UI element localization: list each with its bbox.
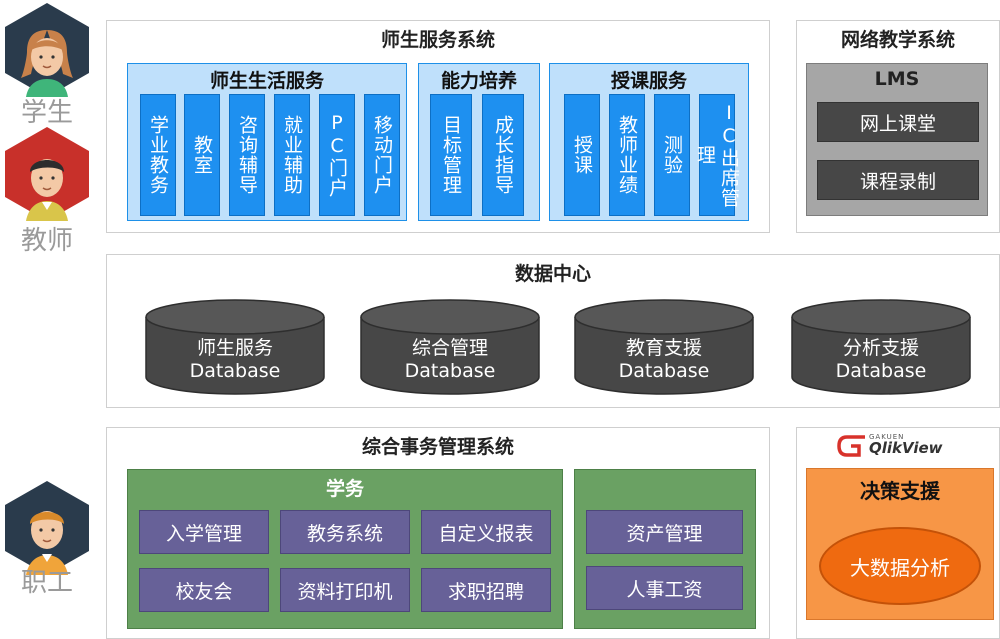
tile-custom-report[interactable]: 自定义报表 [421, 510, 551, 554]
lms-box: LMS 网上课堂 课程录制 [806, 63, 988, 216]
group-title: 学务 [325, 478, 364, 500]
group-title: 授课服务 [610, 70, 687, 92]
tile-teacher-performance[interactable]: 教师业绩 [609, 94, 645, 216]
database-sub: Database [189, 360, 281, 382]
data-center-panel: 数据中心 师生服务 Database 综合管理 Database 教育支援 Da… [106, 254, 1000, 408]
teaching-group: 授课服务 授课 教师业绩 测验 IC出席管理 [549, 63, 749, 221]
tile-job-recruiting[interactable]: 求职招聘 [421, 568, 551, 612]
tile-asset-management[interactable]: 资产管理 [586, 510, 743, 554]
tile-growth-guidance[interactable]: 成长指导 [482, 94, 524, 216]
database-name: 教育支援 [625, 337, 702, 359]
tile-academic-affairs[interactable]: 学业教务 [140, 94, 176, 216]
group-title: 能力培养 [440, 70, 517, 92]
network-teaching-panel: 网络教学系统 LMS 网上课堂 课程录制 [796, 20, 1000, 233]
staff-avatar-icon [5, 481, 89, 575]
tile-course-recording[interactable]: 课程录制 [817, 160, 979, 200]
tile-quiz[interactable]: 测验 [654, 94, 690, 216]
teacher-avatar-icon [5, 127, 89, 221]
tile-alumni[interactable]: 校友会 [139, 568, 269, 612]
role-label-student: 学生 [20, 98, 73, 128]
database-sub: Database [835, 360, 927, 382]
database-name: 分析支援 [842, 337, 919, 359]
database-sub: Database [404, 360, 496, 382]
tile-online-classroom[interactable]: 网上课堂 [817, 102, 979, 142]
qlikview-panel: GAKUEN QlikView 决策支援 大数据分析 [796, 427, 1000, 639]
academic-affairs-group: 学务 入学管理 教务系统 自定义报表 校友会 资料打印机 求职招聘 [127, 469, 563, 629]
database-sub: Database [618, 360, 710, 382]
decision-title: 决策支援 [860, 479, 940, 503]
tile-hr-payroll[interactable]: 人事工资 [586, 566, 743, 610]
tile-ic-attendance[interactable]: IC出席管理 [694, 94, 740, 216]
decision-support-box: 决策支援 大数据分析 [806, 468, 994, 620]
panel-title: 网络教学系统 [840, 29, 955, 51]
role-label-teacher: 教师 [20, 226, 73, 256]
big-data-analysis-button[interactable]: 大数据分析 [819, 527, 981, 605]
tile-mobile-portal[interactable]: 移动门户 [364, 94, 400, 216]
brand-small: GAKUEN [869, 433, 905, 441]
panel-title: 数据中心 [514, 263, 591, 285]
hr-assets-group: 资产管理 人事工资 [574, 469, 756, 629]
teacher-student-service-panel: 师生服务系统 师生生活服务 学业教务 教室 咨询辅导 就业辅助 PC门户 移动门… [106, 20, 770, 233]
tile-enrollment[interactable]: 入学管理 [139, 510, 269, 554]
database-icon [145, 299, 325, 395]
database-icon [574, 299, 754, 395]
tile-counseling[interactable]: 咨询辅导 [229, 94, 265, 216]
database-cylinder[interactable]: 综合管理 Database [360, 299, 540, 395]
database-cylinder[interactable]: 师生服务 Database [145, 299, 325, 395]
role-label-staff: 职工 [20, 568, 73, 598]
panel-title: 综合事务管理系统 [361, 436, 514, 458]
database-icon [360, 299, 540, 395]
life-services-group: 师生生活服务 学业教务 教室 咨询辅导 就业辅助 PC门户 移动门户 [127, 63, 407, 221]
tile-employment[interactable]: 就业辅助 [274, 94, 310, 216]
lms-title: LMS [874, 68, 920, 90]
database-cylinder[interactable]: 分析支援 Database [791, 299, 971, 395]
student-avatar-icon [5, 3, 89, 97]
tile-lecture[interactable]: 授课 [564, 94, 600, 216]
database-icon [791, 299, 971, 395]
tile-academic-system[interactable]: 教务系统 [280, 510, 410, 554]
panel-title: 师生服务系统 [380, 29, 495, 51]
ability-group: 能力培养 目标管理 成长指导 [418, 63, 540, 221]
database-name: 综合管理 [411, 337, 488, 359]
database-name: 师生服务 [196, 337, 273, 359]
qlikview-logo-icon [837, 435, 865, 457]
group-title: 师生生活服务 [209, 70, 324, 92]
tile-classroom[interactable]: 教室 [184, 94, 220, 216]
database-cylinder[interactable]: 教育支援 Database [574, 299, 754, 395]
integrated-affairs-panel: 综合事务管理系统 学务 入学管理 教务系统 自定义报表 校友会 资料打印机 求职… [106, 427, 770, 639]
brand-name: QlikView [869, 439, 943, 457]
tile-pc-portal[interactable]: PC门户 [319, 94, 355, 216]
tile-document-printer[interactable]: 资料打印机 [280, 568, 410, 612]
tile-goal-management[interactable]: 目标管理 [430, 94, 472, 216]
